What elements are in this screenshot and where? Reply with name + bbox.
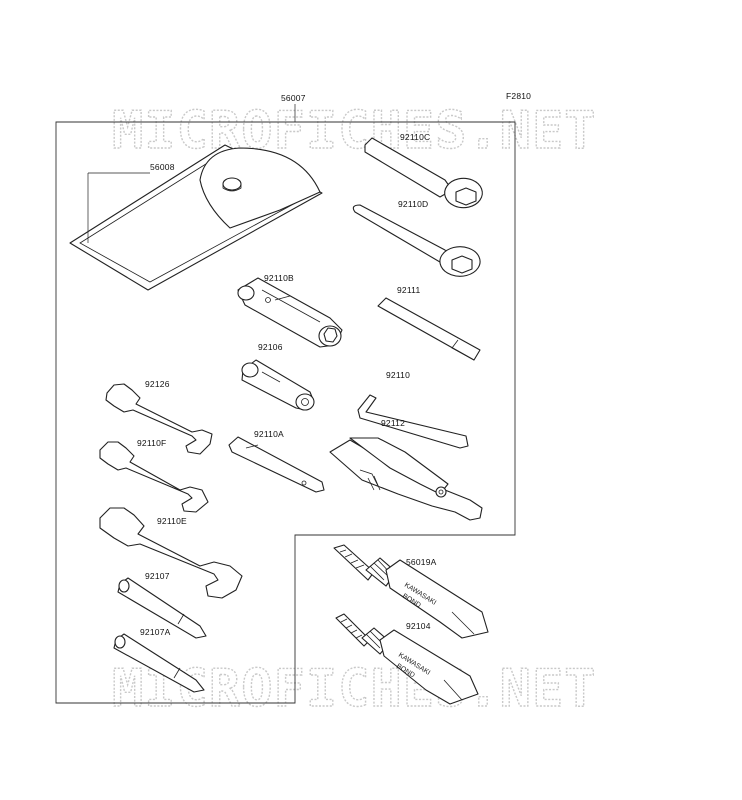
label-56007: 56007 [281,93,306,103]
plug-wrench-92110b[interactable] [237,277,343,348]
tool-kit-frame [55,121,516,704]
label-92111: 92111 [397,285,420,295]
screwdriver-bit-92107a[interactable] [113,633,205,693]
ring-spanner-92110c[interactable] [364,137,483,209]
bond-tube-56019a[interactable]: KAWASAKI BOND [333,544,489,639]
label-92107a: 92107A [140,627,171,637]
label-92104: 92104 [406,621,431,631]
label-92126: 92126 [145,379,170,389]
open-spanner-92126[interactable] [105,383,213,455]
label-92110b: 92110B [264,273,294,283]
extension-92106[interactable] [241,359,315,411]
pliers-92112[interactable] [329,437,483,521]
label-56008: 56008 [150,162,175,172]
label-92110c: 92110C [400,132,430,142]
label-92110: 92110 [386,370,410,380]
screwdriver-bit-92107[interactable] [117,577,207,639]
label-92110e: 92110E [157,516,187,526]
label-92110a: 92110A [254,429,284,439]
handle-92110a[interactable] [228,436,325,493]
label-92110d: 92110D [398,199,428,209]
watermark-bottom: MICROFICHES.NET [112,659,597,719]
open-spanner-92110f[interactable] [99,441,209,513]
label-92106: 92106 [258,342,283,352]
label-92107: 92107 [145,571,170,581]
tool-bag-56008[interactable] [69,144,323,291]
watermark-top: MICROFICHES.NET [112,101,597,161]
label-92112: 92112 [381,418,405,428]
hex-key-92110[interactable] [357,394,469,449]
label-56019a: 56019A [406,557,437,567]
bar-92111[interactable] [377,297,481,361]
figure-code: F2810 [506,91,531,101]
ring-spanner-92110d[interactable] [352,204,481,277]
label-92110f: 92110F [137,438,166,448]
bond-tube-92104[interactable]: KAWASAKI BOND [335,613,479,705]
open-spanner-92110e[interactable] [99,507,243,599]
